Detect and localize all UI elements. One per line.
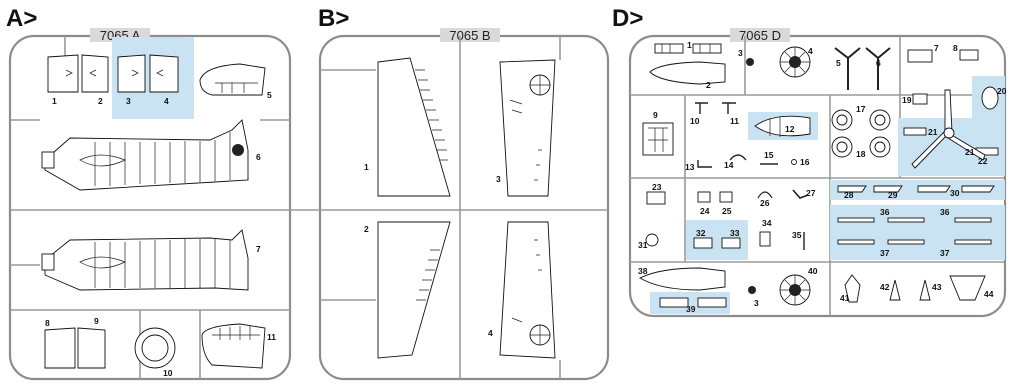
part-number: 7 <box>934 43 939 53</box>
sprue-d: D> 7065 D <box>612 5 1007 318</box>
sprue-b-frame <box>318 34 610 381</box>
part-number: 31 <box>638 240 648 250</box>
part-number: 11 <box>267 332 276 342</box>
part-number: 4 <box>808 46 813 56</box>
part-b1 <box>377 57 451 197</box>
part-number: 14 <box>724 160 734 170</box>
part-number: 2 <box>98 96 103 106</box>
part-number: 37 <box>940 248 950 258</box>
part-number: 3 <box>754 298 759 308</box>
part-b4 <box>499 221 556 359</box>
part-number: 5 <box>836 58 841 68</box>
part-a2 <box>81 54 109 93</box>
part-number: 41 <box>840 293 850 303</box>
part-number: 6 <box>256 152 261 162</box>
part-number: 24 <box>700 206 710 216</box>
part-number: 20 <box>997 86 1007 96</box>
part-number: 9 <box>94 316 99 326</box>
part-number: 4 <box>164 96 169 106</box>
part-number: 1 <box>687 40 692 50</box>
part-number: 34 <box>762 218 772 228</box>
sprue-a-label: A> <box>6 5 37 32</box>
part-a1 <box>47 54 79 93</box>
part-number: 23 <box>652 182 662 192</box>
part-number: 15 <box>764 150 774 160</box>
part-number: 18 <box>856 149 866 159</box>
part-a11 <box>201 323 266 369</box>
part-a7 <box>44 229 249 291</box>
part-number: 25 <box>722 206 732 216</box>
part-number: 6 <box>876 58 881 68</box>
part-a5 <box>199 63 266 96</box>
part-number: 8 <box>45 318 50 328</box>
part-number: 4 <box>488 328 493 338</box>
part-number: 1 <box>52 96 57 106</box>
part-number: 39 <box>686 304 696 314</box>
part-number: 16 <box>800 157 810 167</box>
part-number: 26 <box>760 198 770 208</box>
part-number: 33 <box>730 228 740 238</box>
part-number: 3 <box>496 174 501 184</box>
sprue-d-code: 7065 D <box>739 28 781 43</box>
part-number: 2 <box>364 224 369 234</box>
part-number: 36 <box>880 207 890 217</box>
sprue-b-code-tab <box>440 28 500 42</box>
part-number: 5 <box>267 90 272 100</box>
part-number: 30 <box>950 188 960 198</box>
part-number: 10 <box>163 368 173 378</box>
sprue-a: A> 7065 A <box>6 5 292 381</box>
part-number: 40 <box>808 266 818 276</box>
part-number: 44 <box>984 289 994 299</box>
part-number: 7 <box>256 244 261 254</box>
part-number: 8 <box>953 43 958 53</box>
part-a6 <box>44 119 249 191</box>
part-number: 2 <box>706 80 711 90</box>
part-number: 21 <box>928 127 938 137</box>
part-number: 43 <box>932 282 942 292</box>
part-a8 <box>44 327 76 369</box>
part-number: 38 <box>638 266 648 276</box>
part-number: 28 <box>844 190 854 200</box>
part-number: 42 <box>880 282 890 292</box>
part-number: 12 <box>785 124 795 134</box>
sprue-b-code: 7065 B <box>449 28 490 43</box>
part-b2 <box>377 221 451 359</box>
part-number: 29 <box>888 190 898 200</box>
part-number: 27 <box>806 188 816 198</box>
part-number: 21 <box>965 147 975 157</box>
part-number: 11 <box>730 116 739 126</box>
part-number: 17 <box>856 104 866 114</box>
part-number: 1 <box>364 162 369 172</box>
part-number: 19 <box>902 95 912 105</box>
part-number: 32 <box>696 228 706 238</box>
sprue-d-label: D> <box>612 5 643 32</box>
part-number: 3 <box>738 48 743 58</box>
part-number: 35 <box>792 230 802 240</box>
sprue-b: B> 7065 B 1 2 3 4 <box>290 5 610 381</box>
part-number: 13 <box>685 162 695 172</box>
part-a4 <box>149 54 179 93</box>
part-a3 <box>117 54 146 93</box>
part-number: 22 <box>978 156 988 166</box>
part-number: 36 <box>940 207 950 217</box>
part-number: 37 <box>880 248 890 258</box>
part-number: 9 <box>653 110 658 120</box>
sprue-b-label: B> <box>318 5 349 32</box>
part-number: 3 <box>126 96 131 106</box>
part-number: 10 <box>690 116 700 126</box>
part-a9 <box>77 327 106 369</box>
